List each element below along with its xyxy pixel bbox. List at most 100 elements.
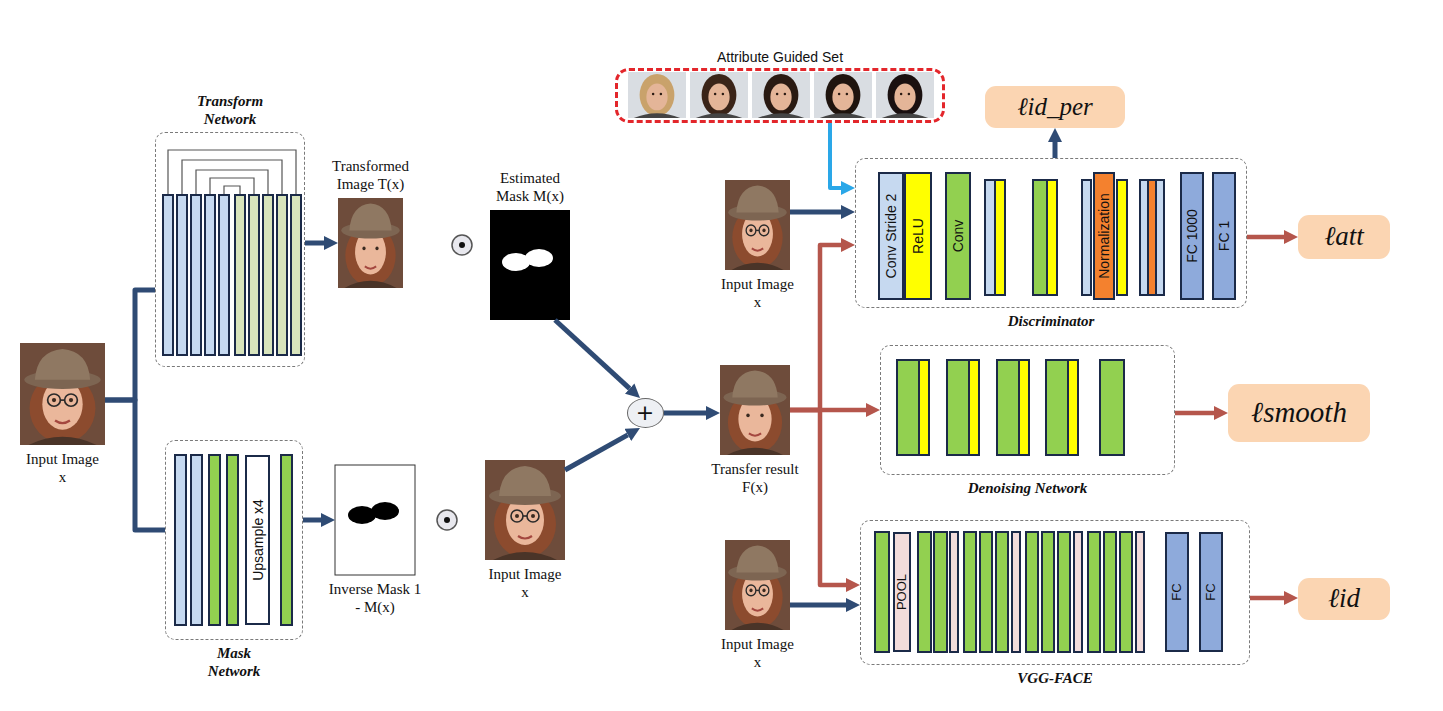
sum-operator: + xyxy=(627,398,664,428)
art-part xyxy=(1074,532,1082,652)
art-part xyxy=(277,195,287,355)
art-part xyxy=(725,540,790,630)
art-part xyxy=(1088,532,1100,652)
connector-arrow xyxy=(830,123,841,188)
art-part xyxy=(1068,360,1078,455)
image-caption: Input Image x xyxy=(718,275,798,311)
art-part xyxy=(338,198,403,288)
estimated-mask-image xyxy=(490,210,570,320)
image-frame: Estimated Mask M(x) xyxy=(490,210,570,320)
image-frame: Input Image x xyxy=(485,460,565,560)
connector-arrow xyxy=(105,400,165,530)
art-part xyxy=(964,532,976,652)
network-box: VGG-FACEPOOLFCFC xyxy=(860,520,1250,665)
layer-label: POOL xyxy=(894,574,910,610)
art-part xyxy=(1082,180,1091,295)
art-part xyxy=(969,360,979,455)
art-part xyxy=(950,532,958,652)
connector-arrow xyxy=(1175,411,1214,416)
network-title: Mask Network xyxy=(194,644,274,680)
connector-arrow xyxy=(664,411,707,416)
network-title: VGG-FACE xyxy=(1000,669,1110,687)
art-part xyxy=(875,532,889,652)
vgg-layers xyxy=(875,532,1144,652)
art-part xyxy=(444,517,450,523)
layer-block: FC 1000 xyxy=(1180,172,1204,300)
layer-block: Conv xyxy=(945,172,971,300)
art-part xyxy=(209,455,220,625)
art-part xyxy=(1058,532,1070,652)
art-part xyxy=(219,195,229,355)
art-part xyxy=(452,235,472,255)
art-part xyxy=(919,360,929,455)
layer-label: FC 1 xyxy=(1216,221,1232,251)
art-part xyxy=(205,195,215,355)
art-part xyxy=(490,210,570,320)
network-box: DiscriminatorConv Stride 2ReLUConvNormal… xyxy=(855,158,1247,308)
face-photo xyxy=(20,343,105,445)
loss-box: ℓid_per xyxy=(985,86,1125,128)
art-part xyxy=(227,455,238,625)
connector-arrow xyxy=(1053,142,1058,158)
layer-label: Conv xyxy=(950,220,966,253)
loss-box: ℓid xyxy=(1298,578,1390,620)
layer-block: FC 1 xyxy=(1212,172,1236,300)
art-part xyxy=(291,195,301,355)
art-part xyxy=(1117,180,1127,295)
art-part xyxy=(997,360,1019,455)
art-part xyxy=(1100,360,1124,455)
layer-block: Normalization xyxy=(1093,172,1115,300)
face-photo xyxy=(338,198,403,288)
network-box: Mask NetworkUpsample x4 xyxy=(165,440,303,640)
art-part xyxy=(281,455,292,625)
image-caption: Transfer result F(x) xyxy=(705,460,805,496)
connector-arrow xyxy=(555,320,630,389)
art-part xyxy=(1046,360,1068,455)
connector-arrow xyxy=(790,410,846,585)
art-part xyxy=(182,160,282,195)
attribute-set-box: Attribute Guided Set xyxy=(615,68,945,123)
image-frame: Input Image x xyxy=(20,343,105,445)
network-title: Discriminator xyxy=(986,312,1116,330)
network-title: Denoising Network xyxy=(943,479,1113,497)
art-part xyxy=(335,465,415,575)
art-part xyxy=(996,532,1008,652)
art-part xyxy=(980,532,992,652)
art-part xyxy=(725,180,790,270)
loss-box: ℓsmooth xyxy=(1228,384,1370,442)
art-part xyxy=(191,455,202,625)
loss-label: ℓid xyxy=(1328,584,1360,614)
layer-label: ReLU xyxy=(910,218,926,254)
layer-label: FC xyxy=(1169,583,1185,600)
art-part xyxy=(168,150,296,195)
network-box: Transform Network xyxy=(155,132,305,367)
image-frame: Input Image x xyxy=(725,540,790,630)
art-part xyxy=(1026,532,1038,652)
image-frame: Inverse Mask 1 - M(x) xyxy=(335,465,415,575)
art-part xyxy=(163,195,173,355)
connector-arrow xyxy=(1250,596,1284,601)
art-part xyxy=(1042,532,1054,652)
art-part xyxy=(263,195,273,355)
art-part xyxy=(1033,180,1047,295)
art-part xyxy=(947,360,969,455)
layer-label: FC 1000 xyxy=(1184,209,1200,263)
denoising-layers xyxy=(897,360,1124,455)
layer-label: Normalization xyxy=(1096,193,1112,279)
art-part xyxy=(918,532,931,652)
art-part xyxy=(995,180,1005,295)
face-photo xyxy=(725,180,790,270)
art-part xyxy=(175,455,186,625)
face-photo xyxy=(720,365,790,455)
art-part xyxy=(1047,180,1057,295)
art-part xyxy=(511,510,539,522)
layer-block: Conv Stride 2 xyxy=(878,172,904,300)
network-title: Transform Network xyxy=(180,92,280,128)
image-caption: Input Image x xyxy=(718,635,798,671)
connector-arrow xyxy=(790,210,841,215)
art-part xyxy=(20,343,105,445)
layer-block: ReLU xyxy=(904,172,932,300)
art-part xyxy=(628,72,686,118)
connector-arrow xyxy=(1247,235,1284,240)
